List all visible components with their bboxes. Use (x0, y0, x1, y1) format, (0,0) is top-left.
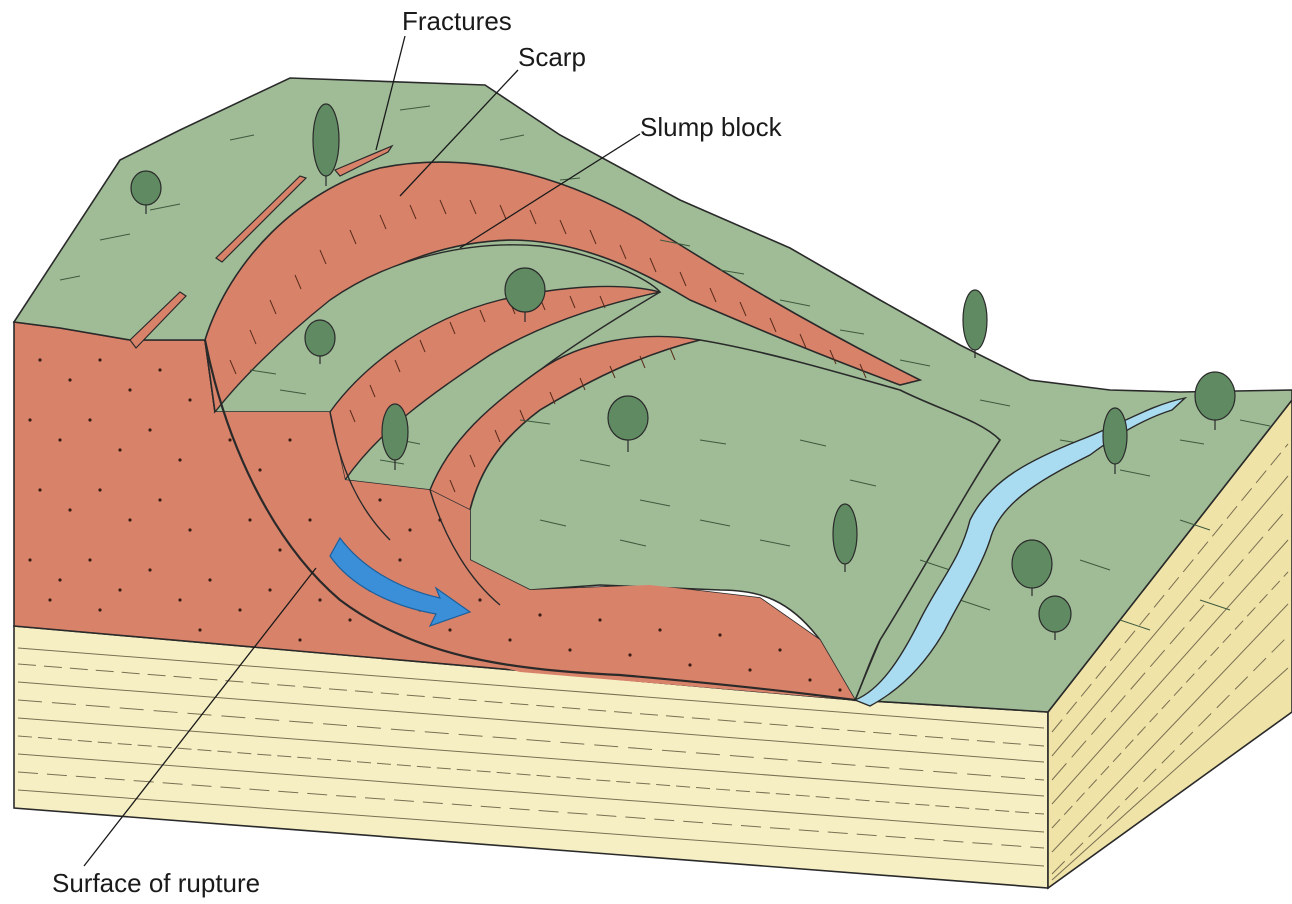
label-fractures: Fractures (402, 6, 512, 36)
label-scarp: Scarp (518, 42, 586, 72)
label-slump-block: Slump block (640, 112, 783, 142)
label-surface-of-rupture: Surface of rupture (52, 868, 260, 898)
